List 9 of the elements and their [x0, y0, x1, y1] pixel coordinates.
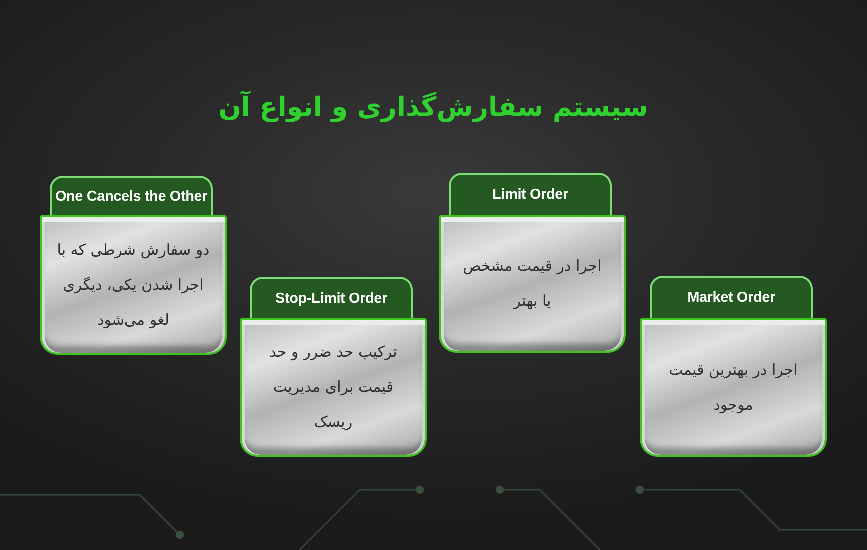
- header-tab: Stop-Limit Order: [250, 277, 413, 318]
- header-tab: One Cancels the Other: [50, 176, 213, 215]
- description-text: دو سفارش شرطی که با اجرا شدن یکی، دیگری لغو می‌شود: [56, 240, 211, 331]
- header-tab: Limit Order: [449, 173, 612, 215]
- description-text: اجرا در قیمت مشخص یا بهتر: [462, 256, 603, 312]
- description-text: اجرا در بهترین قیمت موجود: [668, 360, 799, 416]
- title: سیستم سفارش‌گذاری و انواع آن: [218, 90, 648, 125]
- description-text: ترکیب حد ضرر و حد قیمت برای مدیریت ریسک: [268, 342, 398, 433]
- header-tab: Market Order: [650, 276, 813, 318]
